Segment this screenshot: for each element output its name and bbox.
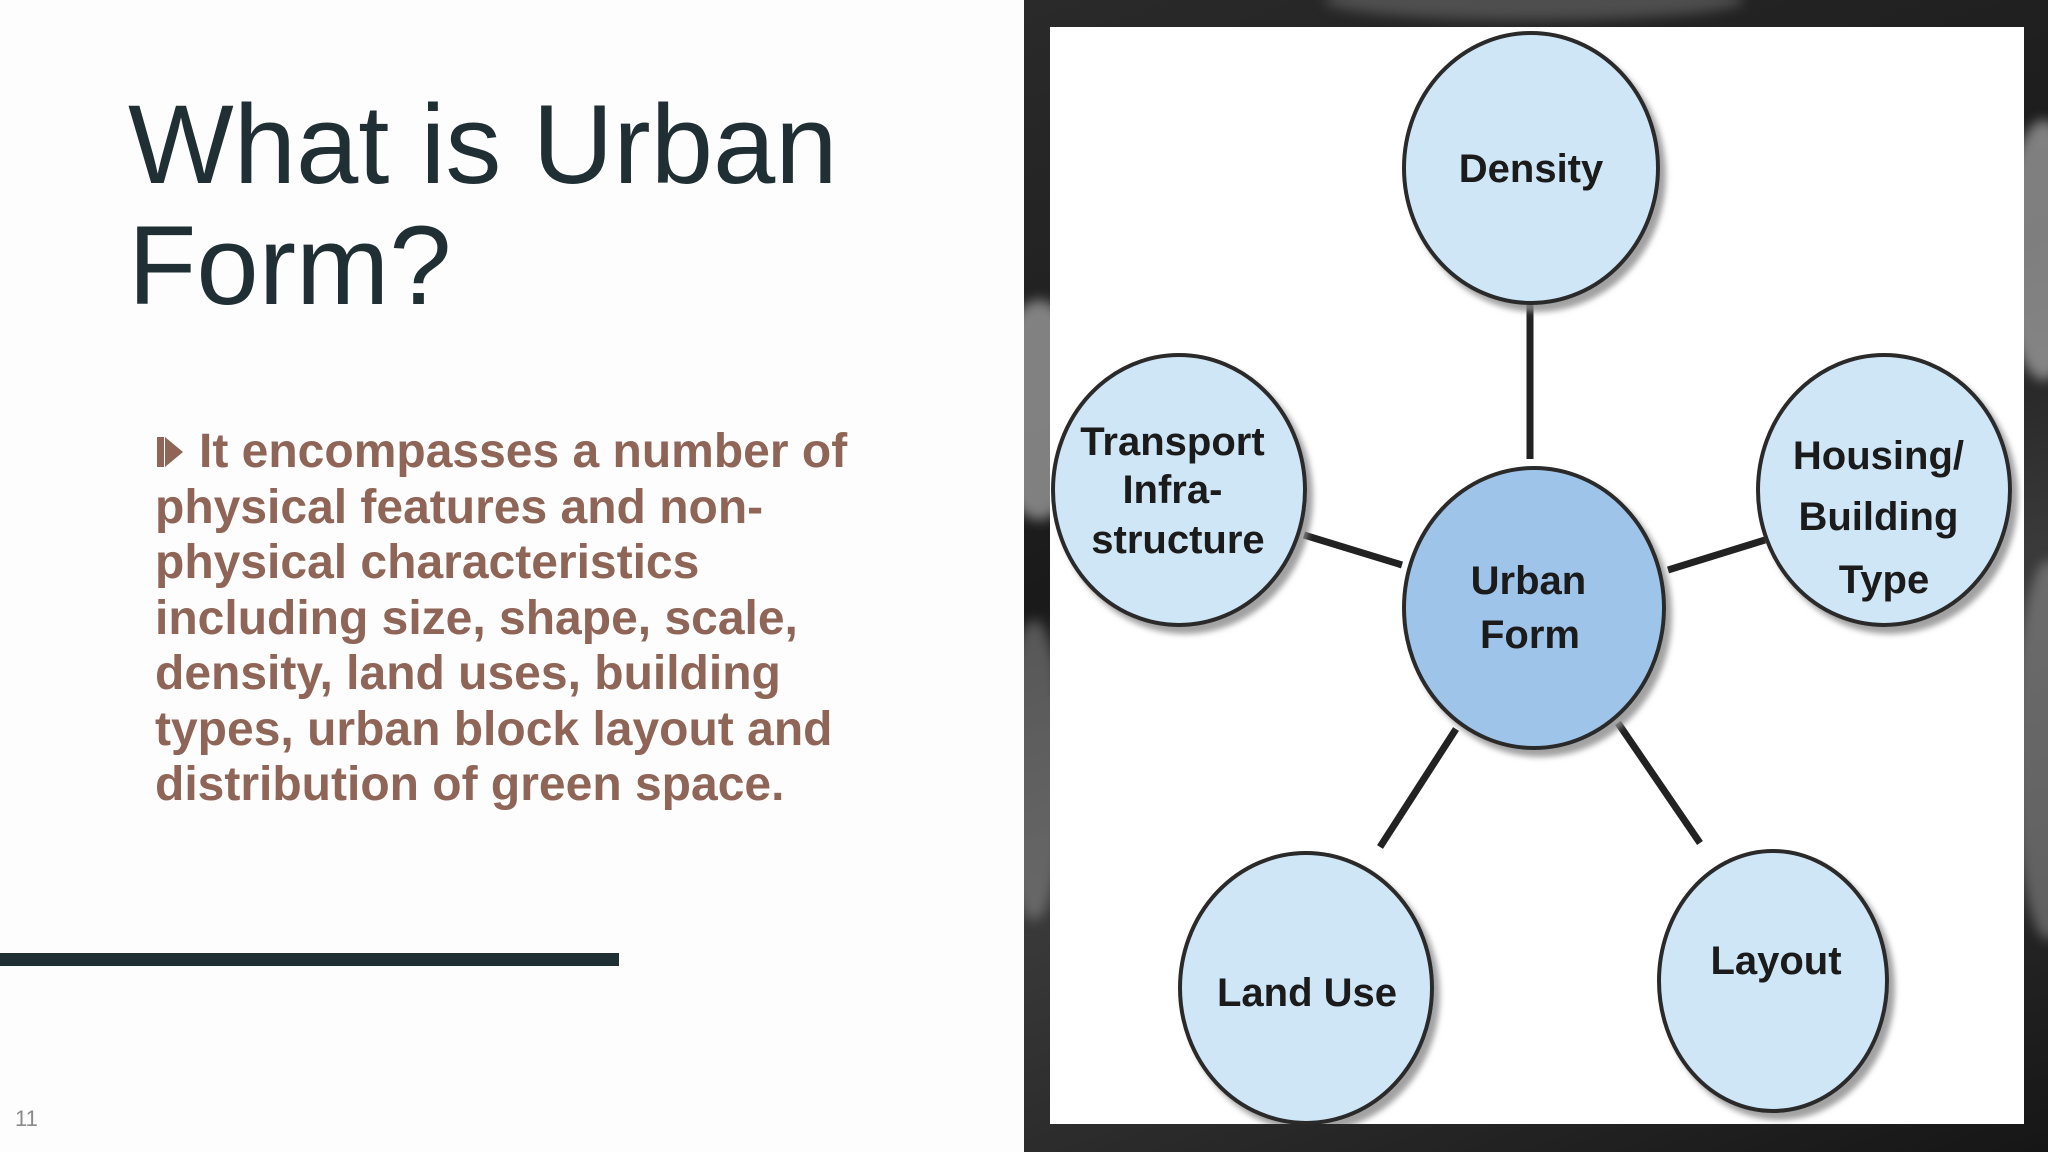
- node-land-use: [1178, 851, 1434, 1124]
- diagram-svg: Density Urban Form Housing/ Building Typ…: [1051, 31, 2012, 1124]
- body-paragraph: It encompasses a number of physical feat…: [155, 424, 895, 813]
- label-transport: Transport Infra- structure: [1080, 420, 1276, 562]
- label-land-use: Land Use: [1217, 971, 1397, 1015]
- connector-housing: [1666, 536, 1767, 574]
- node-layout: [1657, 849, 1889, 1113]
- slide-title: What is Urban Form?: [128, 82, 838, 328]
- node-transport: [1051, 353, 1307, 627]
- label-density: Density: [1459, 147, 1604, 191]
- urban-form-diagram: Density Urban Form Housing/ Building Typ…: [1050, 27, 2024, 1124]
- node-housing: [1756, 353, 2012, 627]
- connector-layout: [1615, 721, 1703, 845]
- label-center: Urban Form: [1471, 559, 1598, 657]
- connector-land-use: [1377, 727, 1459, 849]
- label-layout: Layout: [1710, 939, 1841, 983]
- label-housing: Housing/ Building Type: [1793, 434, 1975, 602]
- connector-transport: [1302, 531, 1404, 569]
- connector-lines: [1302, 302, 1767, 849]
- node-density: [1402, 31, 1660, 305]
- page-number: 11: [15, 1106, 38, 1131]
- bullet-arrow-icon: [155, 424, 191, 480]
- body-text: It encompasses a number of physical feat…: [155, 425, 848, 811]
- node-center: [1402, 466, 1666, 750]
- divider-line: [0, 953, 619, 966]
